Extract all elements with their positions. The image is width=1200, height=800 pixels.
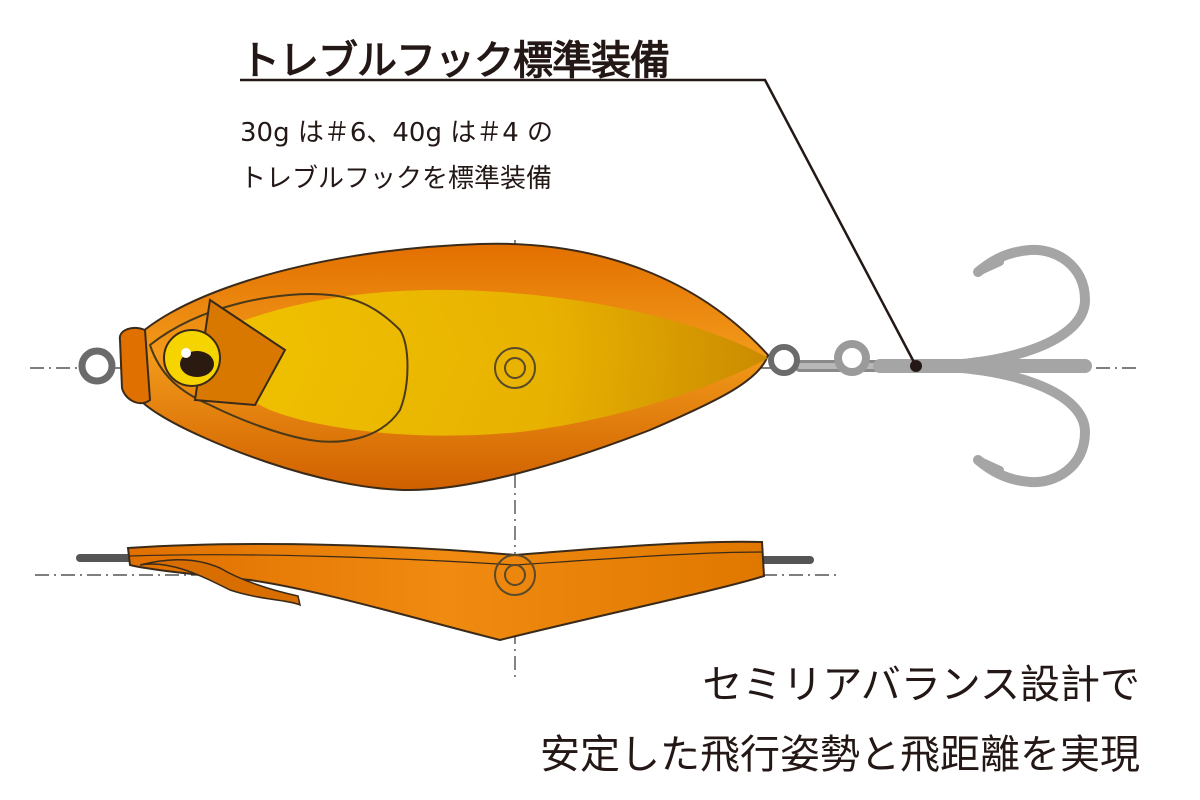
hook-description-line2: トレブルフックを標準装備 (240, 164, 553, 194)
hook-title: トレブルフック標準装備 (240, 38, 670, 84)
hook-leader-dot (910, 360, 922, 372)
front-eye-ring (78, 347, 116, 385)
weight-center-top (494, 347, 536, 389)
hook-leader-line (240, 78, 918, 367)
treble-hook (794, 244, 1092, 488)
balance-caption-line2: 安定した飛行姿勢と飛距離を実現 (540, 732, 1140, 778)
weight-center-side (494, 554, 536, 596)
lure-side-view (76, 540, 814, 642)
lure-top-view (118, 242, 770, 492)
hook-description-line1: 30g は＃6、40g は＃4 の (240, 118, 554, 148)
rear-eye-ring (768, 344, 800, 376)
balance-caption-line1: セミリアバランス設計で (702, 662, 1140, 708)
